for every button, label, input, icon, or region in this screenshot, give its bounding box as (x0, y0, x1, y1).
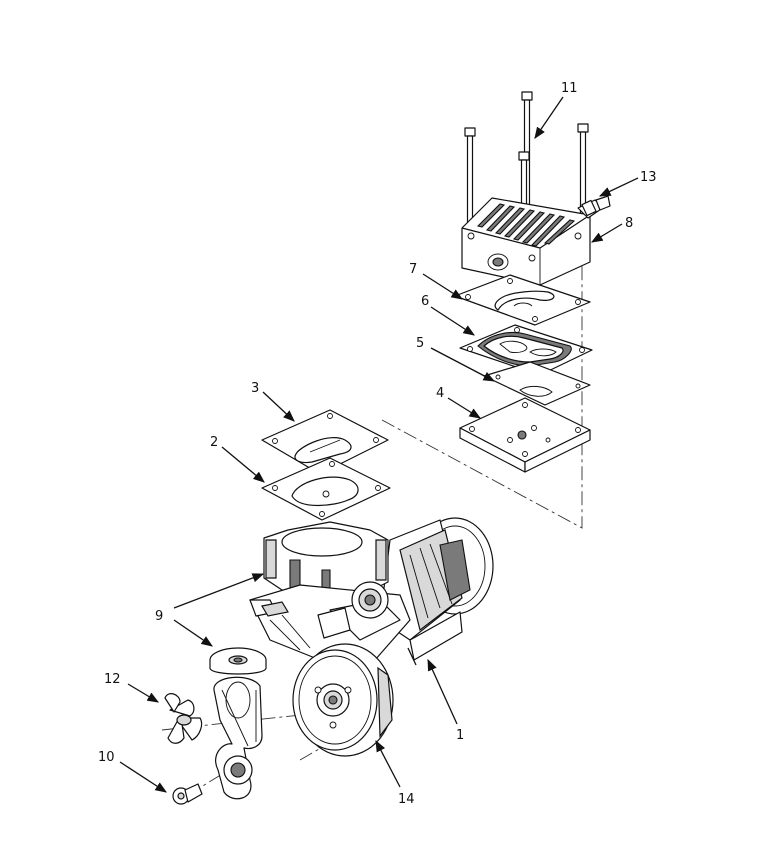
head-bolts (464, 91, 589, 251)
connecting-rod (213, 676, 263, 800)
callout-4: 4 (436, 386, 444, 401)
head-gasket (454, 274, 591, 326)
flywheel (292, 643, 394, 757)
callout-2: 2 (210, 435, 218, 450)
callout-14: 14 (398, 792, 415, 807)
callout-3: 3 (251, 381, 259, 396)
callout-11: 11 (561, 81, 578, 96)
callout-6: 6 (421, 294, 429, 309)
callout-13: 13 (640, 170, 657, 185)
leader-arrows (119, 96, 639, 793)
valve-gasket (459, 324, 593, 376)
cooling-fins (476, 203, 576, 247)
callout-labels: 1 2 3 4 5 6 7 8 9 10 11 12 13 14 (98, 81, 657, 807)
elbow-fitting (577, 195, 611, 219)
cylinder-head (461, 197, 591, 286)
callout-9: 9 (155, 609, 163, 624)
callout-8: 8 (625, 216, 633, 231)
piston-cup (209, 647, 267, 675)
cylinder-gasket-bottom (261, 457, 391, 521)
crankcase (249, 521, 411, 661)
callout-7: 7 (409, 262, 417, 277)
valve-plate (459, 397, 591, 473)
callout-5: 5 (416, 336, 424, 351)
motor-housing (379, 517, 494, 666)
callout-12: 12 (104, 672, 121, 687)
set-screw (172, 783, 203, 805)
reed-valve (483, 361, 591, 406)
cylinder-gasket-top (261, 409, 389, 475)
cooling-fan (164, 693, 203, 744)
head-bolt (464, 127, 476, 227)
callout-1: 1 (456, 728, 464, 743)
callout-10: 10 (98, 750, 115, 765)
